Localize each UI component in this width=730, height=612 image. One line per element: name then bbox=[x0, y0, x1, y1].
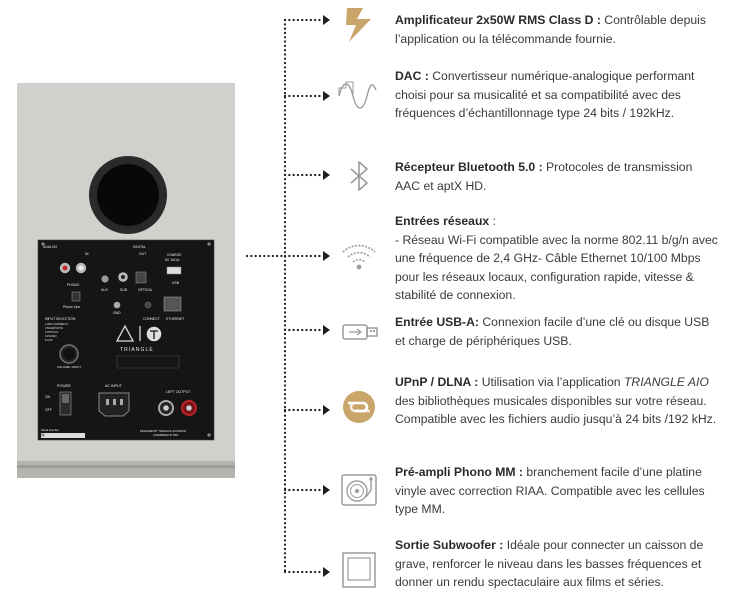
feature-separator: : bbox=[515, 465, 527, 479]
panel-label-charge-rating: 5V 1A/1A bbox=[165, 258, 180, 262]
panel-label-serial: Serial Number bbox=[41, 428, 59, 432]
feature-text: Idéale pour connecter un caisson de grav… bbox=[395, 538, 704, 590]
arrow-head-usb bbox=[323, 325, 330, 335]
panel-label-on: ON bbox=[45, 395, 51, 399]
panel-label-designed: DESIGNED BY TRIANGLE IN FRANCE bbox=[140, 429, 186, 433]
speaker-base bbox=[17, 461, 235, 478]
panel-label-volume: VOLUME / INPUT bbox=[57, 365, 81, 369]
connect-button bbox=[144, 301, 152, 309]
feature-title: UPnP / DLNA bbox=[395, 375, 471, 389]
feature-text-pre: Utilisation via l’application bbox=[481, 375, 624, 389]
input-list-item: 5.AUX bbox=[45, 338, 53, 342]
panel-label-charge: CHARGE bbox=[167, 253, 182, 257]
speaker-rear-view: ANALOG DIGITAL IN OUT CHARGE 5V 1A/1A PH… bbox=[17, 83, 235, 478]
dlna-icon bbox=[343, 391, 375, 423]
feature-network: Entrées réseaux : - Réseau Wi-Fi compati… bbox=[395, 212, 720, 305]
panel-label-input-selection: INPUT SELECTION bbox=[45, 317, 76, 321]
feature-app-name: TRIANGLE AIO bbox=[623, 375, 709, 389]
arrow-head-network bbox=[323, 251, 330, 261]
feature-separator: : bbox=[593, 13, 605, 27]
arrow-head-dac bbox=[323, 91, 330, 101]
feature-separator: : bbox=[495, 538, 507, 552]
feature-text: Convertisseur numérique-analogique perfo… bbox=[395, 69, 695, 121]
panel-label-power: POWER bbox=[57, 384, 71, 388]
panel-label-analog: ANALOG bbox=[43, 245, 57, 249]
arrow-head-bluetooth bbox=[323, 170, 330, 180]
turntable-icon bbox=[341, 474, 377, 506]
panel-label-digital: DIGITAL bbox=[133, 245, 146, 249]
feature-title: Entrée USB-A bbox=[395, 315, 475, 329]
ground-terminal bbox=[113, 301, 121, 309]
speaker-output-terminals bbox=[158, 400, 197, 416]
feature-usb: Entrée USB-A: Connexion facile d’une clé… bbox=[395, 313, 720, 350]
feature-title: DAC bbox=[395, 69, 422, 83]
arrow-head-sub bbox=[323, 567, 330, 577]
panel-label-phono: PHONO bbox=[67, 283, 80, 287]
arrow-head-amp bbox=[323, 15, 330, 25]
feature-separator: : bbox=[421, 69, 433, 83]
panel-label-phono-line: Phono Line bbox=[63, 305, 80, 309]
feature-title: Pré-ampli Phono MM bbox=[395, 465, 516, 479]
feature-text: des bibliothèques musicales disponibles … bbox=[395, 393, 717, 427]
feature-subwoofer: Sortie Subwoofer : Idéale pour connecter… bbox=[395, 536, 720, 592]
ethernet-port bbox=[163, 296, 182, 312]
aux-jack bbox=[101, 275, 109, 283]
panel-logo-text: TRIANGLE bbox=[120, 347, 154, 353]
feature-line: - Réseau Wi-Fi compatible avec la norme … bbox=[395, 232, 718, 266]
feature-title: Entrées réseaux bbox=[395, 214, 490, 228]
feature-line: - Câble Ethernet 10/100 Mbps pour les ré… bbox=[395, 251, 701, 303]
panel-label-aux: AUX bbox=[101, 288, 109, 292]
panel-label-assembled: ASSEMBLED IN PRC bbox=[153, 433, 178, 437]
feature-bluetooth: Récepteur Bluetooth 5.0 : Protocoles de … bbox=[395, 158, 720, 195]
panel-label-ac-input: AC INPUT bbox=[105, 384, 123, 388]
usb-stick-icon bbox=[342, 324, 378, 340]
lightning-icon bbox=[346, 8, 371, 42]
panel-label-out: OUT bbox=[139, 252, 146, 256]
waveform-icon bbox=[338, 81, 377, 109]
panel-label-left-output: LEFT OUTPUT bbox=[166, 390, 191, 394]
panel-label-off: OFF bbox=[45, 408, 52, 412]
optical-input bbox=[135, 271, 147, 284]
panel-label-gnd: GND bbox=[113, 311, 121, 315]
feature-separator: : bbox=[470, 375, 482, 389]
input-list-item: 3.OPTICAL bbox=[45, 330, 59, 334]
input-list-item: 1.WIFI (CONNECT) bbox=[45, 322, 68, 326]
panel-label-connect: CONNECT bbox=[143, 317, 160, 321]
feature-text: Connexion facile d’une clé ou disque USB… bbox=[395, 315, 710, 348]
wifi-icon bbox=[342, 244, 376, 270]
triangle-logo: TRIANGLE bbox=[115, 324, 162, 353]
subwoofer-icon bbox=[342, 552, 376, 588]
feature-text: Contrôlable depuis l’application ou la t… bbox=[395, 13, 706, 46]
input-list-item: 2.BLUETOOTH bbox=[45, 326, 63, 330]
feature-title: Sortie Subwoofer bbox=[395, 538, 496, 552]
feature-amplifier: Amplificateur 2x50W RMS Class D : Contrô… bbox=[395, 11, 720, 48]
feature-text: Protocoles de transmission AAC et aptX H… bbox=[395, 160, 693, 193]
panel-label-optical: OPTICAL bbox=[138, 288, 153, 292]
arrow-head-dlna bbox=[323, 405, 330, 415]
input-list-item: 4.PHONO bbox=[45, 334, 57, 338]
panel-label-in: IN bbox=[85, 252, 89, 256]
feature-text: branchement facile d’une platine vinyle … bbox=[395, 465, 705, 517]
feature-title: Amplificateur 2x50W RMS Class D bbox=[395, 13, 594, 27]
feature-upnp-dlna: UPnP / DLNA : Utilisation via l’applicat… bbox=[395, 373, 720, 429]
bluetooth-icon bbox=[350, 161, 368, 191]
power-switch bbox=[59, 391, 72, 416]
panel-screws bbox=[41, 242, 211, 437]
feature-title: Récepteur Bluetooth 5.0 bbox=[395, 160, 536, 174]
panel-label-ethernet: ETHERNET bbox=[166, 317, 184, 321]
rca-phono-inputs bbox=[59, 262, 87, 302]
arrow-head-phono bbox=[323, 485, 330, 495]
feature-dac: DAC : Convertisseur numérique-analogique… bbox=[395, 67, 720, 123]
feature-separator: : bbox=[489, 214, 496, 228]
panel-label-sub: SUB bbox=[120, 288, 128, 292]
feature-separator: : bbox=[474, 315, 483, 329]
feature-separator: : bbox=[535, 160, 547, 174]
usb-a-port bbox=[166, 266, 182, 275]
feature-phono: Pré-ampli Phono MM : branchement facile … bbox=[395, 463, 720, 519]
panel-label-usb: USB bbox=[172, 281, 180, 285]
